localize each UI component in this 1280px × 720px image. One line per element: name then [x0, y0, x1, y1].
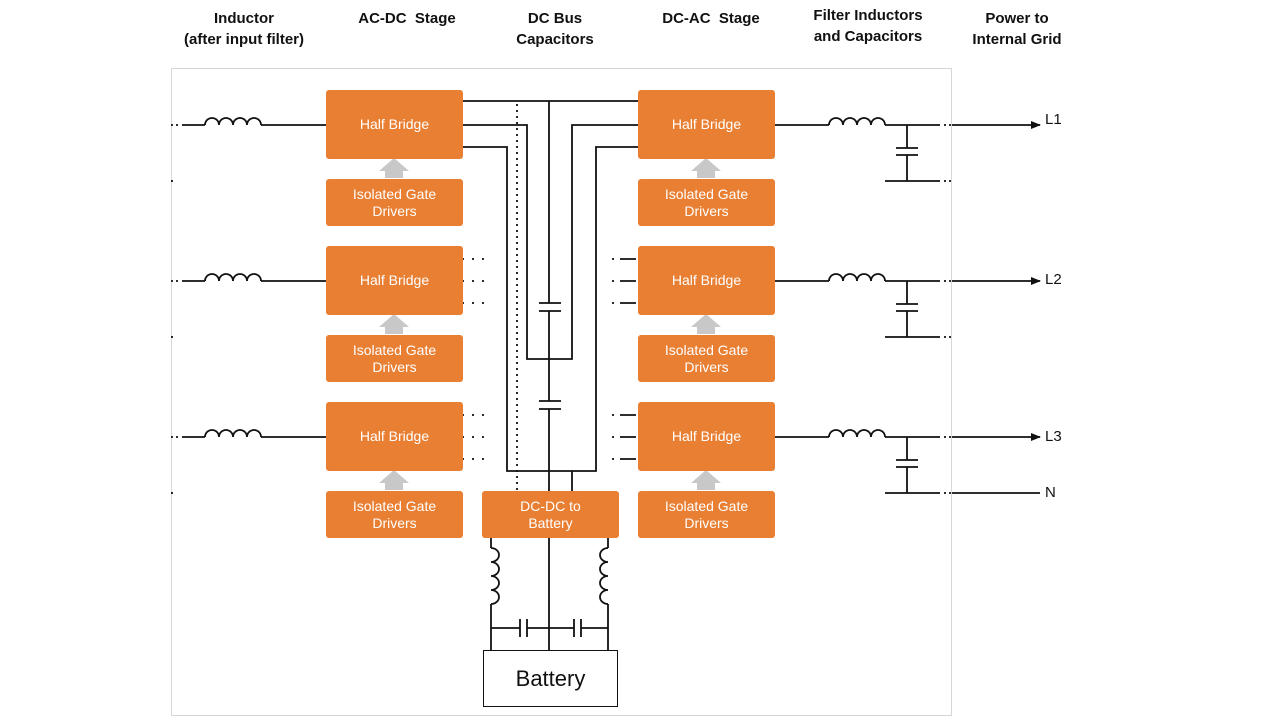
- output-filter-3: [774, 429, 952, 494]
- acdc-gate-drivers-2: Isolated Gate Drivers: [326, 335, 463, 382]
- output-filter-1: [774, 117, 952, 182]
- header-filter-line2: and Capacitors: [813, 28, 923, 45]
- input-inductor-2: [171, 273, 327, 282]
- battery-box: Battery: [483, 650, 618, 707]
- output-label-l1: L1: [1045, 111, 1062, 128]
- acdc-half-bridge-1: Half Bridge: [326, 90, 463, 159]
- header-grid: Power to Internal Grid: [932, 8, 1102, 50]
- header-inductor: Inductor (after input filter): [159, 8, 329, 50]
- header-filter-line1: Filter Inductors: [813, 7, 923, 24]
- dcac-half-bridge-3: Half Bridge: [638, 402, 775, 471]
- output-label-n: N: [1045, 484, 1056, 501]
- output-filter-2: [774, 273, 952, 338]
- dcdc-to-battery-block: DC-DC to Battery: [482, 491, 619, 538]
- header-filter: Filter Inductors and Capacitors: [783, 5, 953, 47]
- battery-converter-circuit: [490, 538, 609, 650]
- header-acdc-stage: AC-DC Stage: [322, 8, 492, 29]
- dc-bus-capacitors: [539, 101, 561, 493]
- header-dc-bus-capacitors: DC Bus Capacitors: [470, 8, 640, 50]
- gate-drive-arrows: [379, 158, 721, 490]
- header-acdc-line1: AC-DC Stage: [358, 10, 456, 27]
- header-grid-line2: Internal Grid: [972, 31, 1062, 48]
- input-inductor-3: [171, 429, 327, 438]
- dcac-half-bridge-2: Half Bridge: [638, 246, 775, 315]
- dcac-gate-drivers-2: Isolated Gate Drivers: [638, 335, 775, 382]
- header-inductor-line2: (after input filter): [184, 31, 304, 48]
- dcac-gate-drivers-3: Isolated Gate Drivers: [638, 491, 775, 538]
- dcac-half-bridge-1: Half Bridge: [638, 90, 775, 159]
- acdc-gate-drivers-3: Isolated Gate Drivers: [326, 491, 463, 538]
- acdc-gate-drivers-1: Isolated Gate Drivers: [326, 179, 463, 226]
- diagram-panel: [171, 68, 952, 716]
- acdc-half-bridge-2: Half Bridge: [326, 246, 463, 315]
- input-inductor-1: [171, 117, 327, 126]
- header-dcac-line1: DC-AC Stage: [662, 10, 760, 27]
- acdc-half-bridge-3: Half Bridge: [326, 402, 463, 471]
- header-dcbus-line1: DC Bus: [527, 10, 583, 27]
- output-label-l3: L3: [1045, 428, 1062, 445]
- dcac-gate-drivers-1: Isolated Gate Drivers: [638, 179, 775, 226]
- output-label-l2: L2: [1045, 271, 1062, 288]
- header-dcbus-line2: Capacitors: [516, 31, 594, 48]
- header-inductor-line1: Inductor: [214, 10, 274, 27]
- header-grid-line1: Power to: [985, 10, 1049, 27]
- header-dcac-stage: DC-AC Stage: [626, 8, 796, 29]
